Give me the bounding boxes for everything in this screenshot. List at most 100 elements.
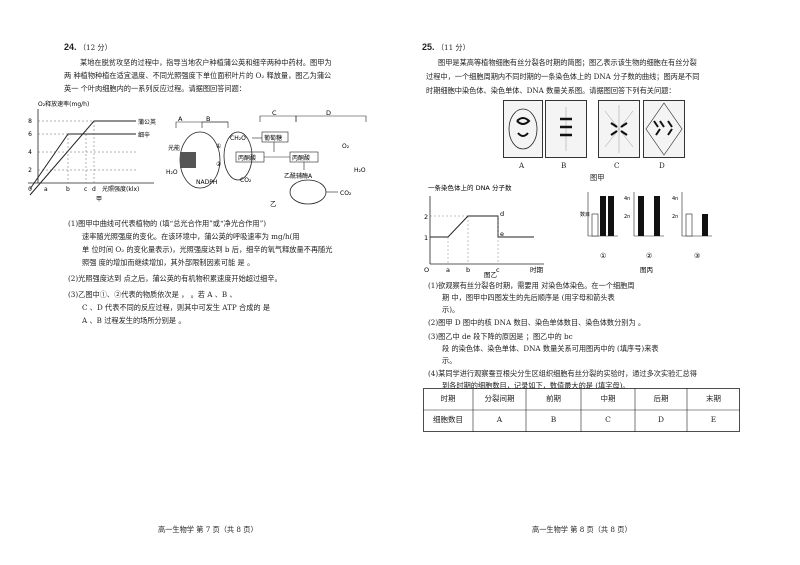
table-cell: C	[605, 415, 611, 424]
cell-drawing-d	[643, 100, 685, 158]
cell-label: A	[519, 161, 525, 170]
table-row-label: 细胞数目	[433, 415, 463, 424]
y-tick: 8	[28, 118, 32, 125]
x-axis-label: 时期	[530, 265, 544, 274]
diagram-label: C	[272, 109, 277, 117]
glucose-box	[261, 131, 289, 143]
cell-label: D	[659, 161, 665, 170]
page-footer: 高一生物学 第 7 页（共 8 页）	[158, 525, 258, 534]
x-tick: c	[496, 266, 500, 274]
figure-caption: 甲	[96, 196, 102, 203]
bar-panel-2: 4n 2n ②	[624, 192, 664, 260]
bar	[591, 213, 599, 237]
bar	[685, 213, 693, 237]
table-header: 前期	[546, 394, 561, 403]
cell-label: C	[614, 161, 620, 170]
y-tick: 4	[28, 149, 32, 156]
page-footer: 高一生物学 第 8 页（共 8 页）	[532, 525, 632, 534]
series-label: 蒲公英	[138, 118, 156, 126]
bracket-b	[201, 121, 228, 128]
x-tick: d	[92, 186, 96, 193]
y-tick: 0	[28, 186, 32, 193]
question-line: 照强 度的增加而继续增加，其外部限制因素可能 是 。	[82, 258, 255, 267]
diagram-label: CO₂	[340, 190, 352, 197]
question-line: (4)某同学进行观察蚕豆根尖分生区组织细胞有丝分裂的实验时，通过多次实验汇总得	[428, 369, 697, 378]
bracket-d	[295, 115, 367, 122]
cell-label: B	[561, 161, 567, 170]
diagram-label: 丙酮酸	[238, 154, 256, 162]
x-tick: c	[84, 186, 87, 193]
intro-line: 英一 个叶肉细胞内的一系列反应过程。请据图回答问题：	[64, 84, 246, 93]
question-line: C 、D 代表不同的反应过程，则其中可发生 ATP 合成的 是	[82, 303, 271, 312]
x-axis-label: 光照强度(klx)	[102, 185, 139, 193]
x-tick: a	[44, 186, 48, 193]
curve-xixin	[29, 133, 136, 190]
point-label: d	[500, 210, 504, 218]
question-line: 示。	[442, 356, 457, 365]
question-line: (2)图甲 D 图中的核 DNA 数目、染色单体数目、染色体数分别为 。	[428, 318, 646, 327]
curve-pugongying	[29, 120, 136, 196]
table-header: 末期	[706, 394, 721, 403]
table-grid	[423, 388, 740, 432]
cell-drawing-c	[598, 100, 640, 158]
question-line: 到各时期的细胞数目，记录如下，数值最大的是 (填字母)。	[442, 381, 630, 390]
x-tick: b	[466, 266, 470, 274]
intro-line: 过程中，一个细胞周期内不同时期的一条染色体上的 DNA 分子数的曲线；图丙是不同	[426, 72, 700, 81]
bar-panel-1: 数目 ①	[580, 192, 618, 260]
figure-bing-chart: 数目 ① 4n 2n ② 4n 2n ③ 图丙	[580, 192, 712, 274]
x-tick: b	[66, 186, 70, 193]
y-axis-label: 数目	[580, 211, 590, 218]
diagram-label: 丙酮酸	[292, 154, 310, 162]
y-axis-label: O₂释放速率(mg/h)	[38, 100, 89, 108]
table-header: 分裂间期	[484, 394, 515, 403]
diagram-label: H₂O	[166, 169, 178, 176]
diagram-label: CH₂O	[230, 135, 246, 142]
diagram-label: ①	[216, 143, 221, 150]
figure-yi-diagram: A B C D 光能 H₂O NADPH ① ② CH₂O CO₂ 葡萄糖 丙酮…	[166, 109, 367, 208]
diagram-label: A	[178, 115, 183, 123]
question-points: （11 分）	[436, 43, 470, 52]
y-tick: 4n	[672, 196, 678, 202]
diagram-label: CO₂	[240, 177, 252, 184]
krebs-cycle	[289, 179, 327, 205]
question-line: A 、B 过程发生的场所分别是 。	[82, 316, 186, 325]
question-number: 25.	[422, 42, 435, 52]
table-header: 时期	[440, 394, 456, 403]
figure-yi-chart: 一条染色体上的 DNA 分子数 2 1 d e O a b c 时期 图乙	[424, 183, 544, 278]
bar	[702, 214, 708, 236]
diagram-label: 光能	[168, 144, 180, 152]
question-line: 速率随光照强度的变化。在该环境中，蒲公英的呼吸速率为 mg/h(用	[82, 232, 300, 241]
bar	[600, 196, 606, 236]
table-cell: E	[710, 415, 717, 424]
table-cell: A	[496, 415, 503, 424]
calvin-cycle	[223, 131, 253, 181]
intro-line: 两 种植物种植在适宜温度、不同光照强度下单位面积叶片的 O₂ 释放量，图乙为蒲公	[64, 71, 332, 80]
diagram-label: 乙酰辅酶A	[284, 172, 313, 180]
y-tick: 6	[28, 131, 32, 138]
cell-drawing-b	[545, 100, 587, 158]
diagram-label: NADPH	[196, 179, 217, 186]
figure-caption: 乙	[270, 200, 277, 208]
question-line: (3)图乙中 de 段下降的原因是 ；图乙中的 bc	[428, 332, 573, 341]
intro-line: 图甲是某高等植物细胞有丝分裂各时期的简图；图乙表示该生物的细胞在有丝分裂	[438, 58, 697, 67]
intro-line: 时期细胞中染色体、染色单体、DNA 数量关系图。请据图回答下列有关问题：	[426, 86, 676, 95]
table-header: 中期	[600, 394, 616, 403]
figure-caption: 图丙	[640, 266, 654, 274]
x-tick: O	[424, 266, 429, 274]
dna-curve	[430, 215, 534, 238]
series-label: 细辛	[138, 131, 150, 139]
table-header: 后期	[653, 394, 669, 403]
panel-label: ②	[646, 252, 652, 260]
x-tick: a	[446, 266, 450, 274]
diagram-label: D	[326, 109, 331, 117]
figure-jia-chart: O₂释放速率(mg/h) 8 6 4 2 0 蒲公英 细辛 a b c d 光照…	[28, 100, 156, 203]
table-cell: D	[657, 415, 664, 424]
figure-caption: 图甲	[590, 173, 605, 182]
question-number: 24.	[64, 42, 77, 52]
question-line: 单 位时间 O₂ 的变化量表示)，光照强度达到 b 后，细辛的氧气释放量不再随光	[82, 245, 333, 254]
question-points: （12 分）	[78, 43, 112, 52]
diagram-label: ②	[216, 161, 222, 168]
cell-drawing-a	[503, 100, 543, 158]
thylakoid-block	[180, 152, 196, 168]
bracket-c	[259, 115, 297, 122]
